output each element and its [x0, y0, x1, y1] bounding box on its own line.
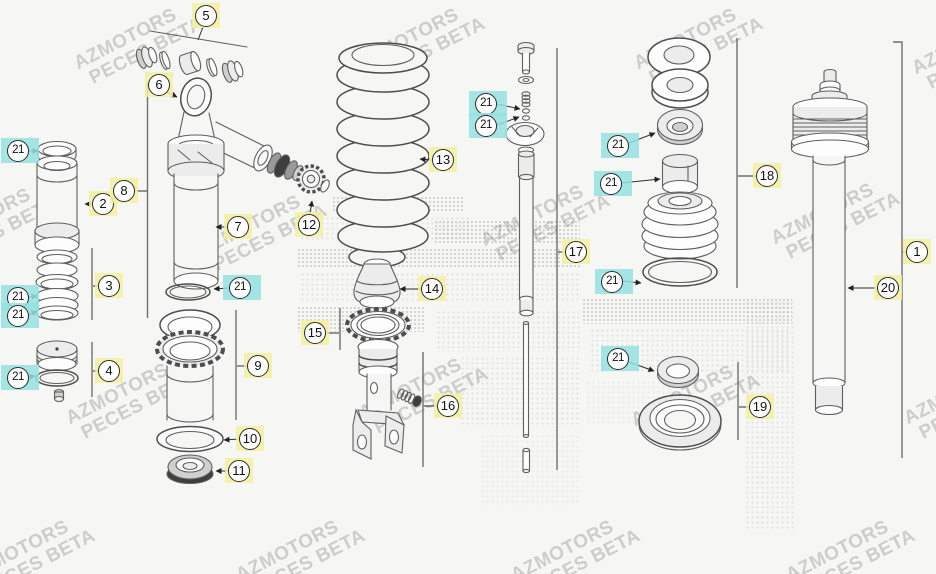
- callout-21-seal-bearing[interactable]: 21: [601, 133, 639, 158]
- callout-21-seal-oring[interactable]: 21: [595, 269, 633, 294]
- callout-21-ring-lower[interactable]: 21: [1, 303, 39, 328]
- callout-number: 5: [195, 5, 217, 27]
- bracket-lines: [91, 38, 903, 470]
- part-spring-adjuster-nut: [345, 307, 411, 343]
- callout-2[interactable]: 2: [89, 191, 117, 216]
- callout-number: 3: [98, 275, 120, 297]
- callout-number: 9: [247, 355, 269, 377]
- callout-number: 13: [432, 149, 454, 171]
- callout-number: 12: [298, 214, 320, 236]
- callout-number: 18: [756, 165, 778, 187]
- callout-3[interactable]: 3: [95, 273, 123, 298]
- callout-15[interactable]: 15: [301, 320, 329, 345]
- callout-number: 1: [906, 241, 928, 263]
- part-reservoir-cap-shaft: [790, 68, 870, 416]
- callout-5[interactable]: 5: [192, 3, 220, 28]
- callout-20[interactable]: 20: [874, 275, 902, 300]
- callout-number: 21: [600, 173, 622, 195]
- callout-21-scraper-ring[interactable]: 21: [223, 275, 261, 300]
- part-reservoir-seals: [638, 355, 722, 451]
- part-spring-seat-washer: [156, 425, 224, 453]
- callout-number: 2: [92, 193, 114, 215]
- callout-13[interactable]: 13: [429, 147, 457, 172]
- part-rebound-screw-spring: [397, 388, 422, 408]
- callout-number: 21: [7, 367, 29, 389]
- callout-21-piston-oring[interactable]: 21: [1, 365, 39, 390]
- callout-number: 20: [877, 277, 899, 299]
- callout-19[interactable]: 19: [746, 394, 774, 419]
- part-coil-spring: [336, 42, 430, 268]
- callout-7[interactable]: 7: [224, 214, 252, 239]
- callout-16[interactable]: 16: [434, 393, 462, 418]
- part-bushing-kit: [135, 30, 248, 83]
- callout-4[interactable]: 4: [95, 358, 123, 383]
- callout-number: 21: [229, 277, 251, 299]
- callout-11[interactable]: 11: [225, 458, 253, 483]
- part-lower-shaft-clevis: [352, 338, 405, 460]
- callout-8[interactable]: 8: [110, 178, 138, 203]
- part-scraper-ring: [165, 283, 211, 301]
- callout-number: 21: [607, 135, 629, 157]
- callout-17[interactable]: 17: [562, 239, 590, 264]
- part-ring-stack: [35, 249, 79, 321]
- callout-number: 21: [607, 348, 629, 370]
- part-bump-rubber: [353, 258, 401, 309]
- callout-number: 10: [239, 428, 261, 450]
- callout-21-reservoir-seal[interactable]: 21: [601, 346, 639, 371]
- callout-14[interactable]: 14: [418, 276, 446, 301]
- callout-number: 21: [475, 93, 497, 115]
- callout-number: 21: [7, 305, 29, 327]
- callout-21-rod-ring-a[interactable]: 21: [469, 91, 507, 116]
- callout-10[interactable]: 10: [236, 426, 264, 451]
- part-piston-rod-assembly: [505, 41, 545, 474]
- callout-9[interactable]: 9: [244, 353, 272, 378]
- callout-number: 15: [304, 322, 326, 344]
- callout-12[interactable]: 12: [295, 212, 323, 237]
- part-separator-piston: [35, 340, 79, 403]
- callout-number: 21: [7, 140, 29, 162]
- callout-21-dust-cup[interactable]: 21: [1, 138, 39, 163]
- callout-number: 14: [421, 278, 443, 300]
- callout-21-rod-ring-b[interactable]: 21: [469, 113, 507, 138]
- callout-number: 11: [228, 460, 250, 482]
- part-bottom-bumper: [166, 454, 214, 485]
- callout-number: 7: [227, 216, 249, 238]
- part-seal-head-kit: [641, 37, 719, 287]
- callout-21-bushing[interactable]: 21: [594, 171, 632, 196]
- callout-number: 6: [148, 74, 170, 96]
- callout-number: 4: [98, 360, 120, 382]
- callout-number: 21: [601, 271, 623, 293]
- part-preload-adjuster-rings: [155, 309, 225, 423]
- callout-1[interactable]: 1: [903, 239, 931, 264]
- callout-number: 8: [113, 180, 135, 202]
- callout-number: 19: [749, 396, 771, 418]
- callout-6[interactable]: 6: [145, 72, 173, 97]
- callout-number: 21: [475, 115, 497, 137]
- callout-18[interactable]: 18: [753, 163, 781, 188]
- callout-number: 17: [565, 241, 587, 263]
- callout-number: 16: [437, 395, 459, 417]
- part-shock-body: [167, 77, 330, 290]
- part-bladder-cover: [34, 155, 80, 254]
